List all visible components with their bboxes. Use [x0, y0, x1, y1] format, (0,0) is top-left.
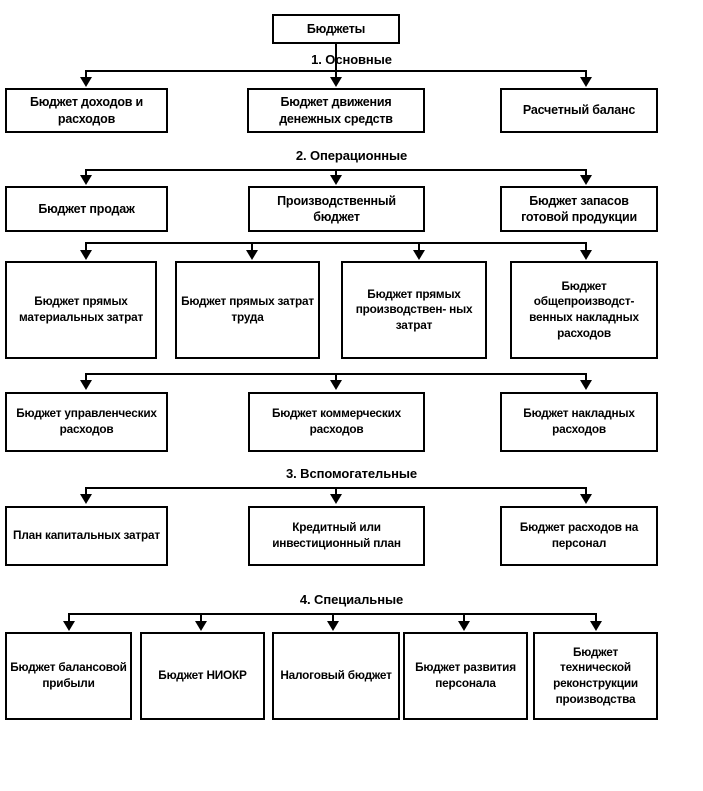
node-personnel-expenses-budget[interactable]: Бюджет расходов на персонал — [500, 506, 658, 566]
arrow-row6-e — [590, 621, 602, 631]
connector-drop-row6-e — [595, 613, 597, 623]
connector-drop-row1-b — [335, 70, 337, 79]
node-label: Бюджет технической реконструкции произво… — [553, 644, 638, 706]
connector-drop-row3-c — [418, 242, 420, 252]
section-label-2: 2. Операционные — [295, 148, 408, 163]
arrow-row5-b — [330, 494, 342, 504]
arrow-row1-c — [580, 77, 592, 87]
connector-drop-row3-d — [585, 242, 587, 252]
node-rnd-budget[interactable]: Бюджет НИОКР — [140, 632, 265, 720]
arrow-row6-b — [195, 621, 207, 631]
arrow-row6-c — [327, 621, 339, 631]
connector-drop-row5-c — [585, 487, 587, 496]
node-label: Бюджет накладных расходов — [523, 406, 635, 436]
node-label: Бюджет прямых затрат труда — [181, 294, 314, 324]
arrow-row3-d — [580, 250, 592, 260]
connector-drop-row5-b — [335, 487, 337, 496]
connector-drop-row6-d — [463, 613, 465, 623]
arrow-row3-c — [413, 250, 425, 260]
node-production-budget[interactable]: Производственный бюджет — [248, 186, 425, 232]
node-label: Расчетный баланс — [522, 103, 636, 118]
node-label: Кредитный или инвестиционный план — [272, 520, 401, 550]
node-root-budgets[interactable]: Бюджеты — [272, 14, 400, 44]
section-label-1: 1. Основные — [311, 52, 392, 67]
node-commercial-expenses[interactable]: Бюджет коммерческих расходов — [248, 392, 425, 452]
node-direct-material-costs[interactable]: Бюджет прямых материальных затрат — [5, 261, 157, 359]
connector-drop-row1-a — [85, 70, 87, 79]
connector-bar-row6 — [68, 613, 595, 615]
node-label: Бюджет развития персонала — [415, 660, 516, 690]
node-label: Бюджет доходов и расходов — [29, 95, 144, 126]
node-tax-budget[interactable]: Налоговый бюджет — [272, 632, 400, 720]
node-direct-labor-costs[interactable]: Бюджет прямых затрат труда — [175, 261, 320, 359]
connector-drop-row2-a — [85, 169, 87, 177]
arrow-row5-c — [580, 494, 592, 504]
node-sales-budget[interactable]: Бюджет продаж — [5, 186, 168, 232]
arrow-row3-b — [246, 250, 258, 260]
node-credit-investment-plan[interactable]: Кредитный или инвестиционный план — [248, 506, 425, 566]
connector-bar-row3 — [85, 242, 585, 244]
node-income-expense-budget[interactable]: Бюджет доходов и расходов — [5, 88, 168, 133]
node-label: Налоговый бюджет — [280, 668, 392, 683]
connector-drop-row6-c — [332, 613, 334, 623]
connector-root-stem — [335, 44, 337, 71]
arrow-row4-b — [330, 380, 342, 390]
node-direct-production-costs[interactable]: Бюджет прямых производствен- ных затрат — [341, 261, 487, 359]
node-management-expenses[interactable]: Бюджет управленческих расходов — [5, 392, 168, 452]
node-label: Бюджеты — [306, 21, 366, 36]
section-label-4: 4. Специальные — [299, 592, 404, 607]
arrow-row1-b — [330, 77, 342, 87]
node-personnel-development-budget[interactable]: Бюджет развития персонала — [403, 632, 528, 720]
connector-drop-row2-c — [585, 169, 587, 177]
arrow-row6-a — [63, 621, 75, 631]
node-label: Бюджет расходов на персонал — [519, 520, 639, 550]
connector-drop-row4-c — [585, 373, 587, 381]
connector-drop-row5-a — [85, 487, 87, 496]
node-label: Бюджет запасов готовой продукции — [521, 193, 637, 225]
connector-drop-row6-a — [68, 613, 70, 623]
arrow-row4-c — [580, 380, 592, 390]
arrow-row2-a — [80, 175, 92, 185]
node-label: Бюджет балансовой прибыли — [10, 660, 127, 690]
node-label: Бюджет движения денежных средств — [279, 95, 393, 126]
node-technical-reconstruction-budget[interactable]: Бюджет технической реконструкции произво… — [533, 632, 658, 720]
arrow-row3-a — [80, 250, 92, 260]
node-label: Бюджет коммерческих расходов — [271, 406, 401, 436]
connector-drop-row3-a — [85, 242, 87, 252]
node-balance-profit-budget[interactable]: Бюджет балансовой прибыли — [5, 632, 132, 720]
node-label: Производственный бюджет — [277, 193, 396, 225]
node-capital-expenditure-plan[interactable]: План капитальных затрат — [5, 506, 168, 566]
connector-drop-row2-b — [335, 169, 337, 177]
node-general-production-overhead[interactable]: Бюджет общепроизводст- венных накладных … — [510, 261, 658, 359]
node-cashflow-budget[interactable]: Бюджет движения денежных средств — [247, 88, 425, 133]
arrow-row6-d — [458, 621, 470, 631]
node-label: Бюджет прямых производствен- ных затрат — [355, 286, 473, 332]
connector-drop-row1-c — [585, 70, 587, 79]
connector-drop-row4-b — [335, 373, 337, 381]
connector-drop-row3-b — [251, 242, 253, 252]
node-label: Бюджет прямых материальных затрат — [18, 294, 144, 324]
section-label-3: 3. Вспомогательные — [286, 466, 417, 481]
node-label: Бюджет НИОКР — [158, 668, 247, 683]
connector-drop-row6-b — [200, 613, 202, 623]
arrow-row4-a — [80, 380, 92, 390]
arrow-row2-b — [330, 175, 342, 185]
node-overhead-expenses[interactable]: Бюджет накладных расходов — [500, 392, 658, 452]
connector-drop-row4-a — [85, 373, 87, 381]
node-label: Бюджет общепроизводст- венных накладных … — [529, 278, 639, 340]
arrow-row5-a — [80, 494, 92, 504]
arrow-row1-a — [80, 77, 92, 87]
node-label: План капитальных затрат — [13, 528, 160, 543]
node-label: Бюджет продаж — [38, 201, 135, 216]
arrow-row2-c — [580, 175, 592, 185]
node-finished-goods-budget[interactable]: Бюджет запасов готовой продукции — [500, 186, 658, 232]
node-balance-sheet[interactable]: Расчетный баланс — [500, 88, 658, 133]
node-label: Бюджет управленческих расходов — [16, 406, 157, 436]
